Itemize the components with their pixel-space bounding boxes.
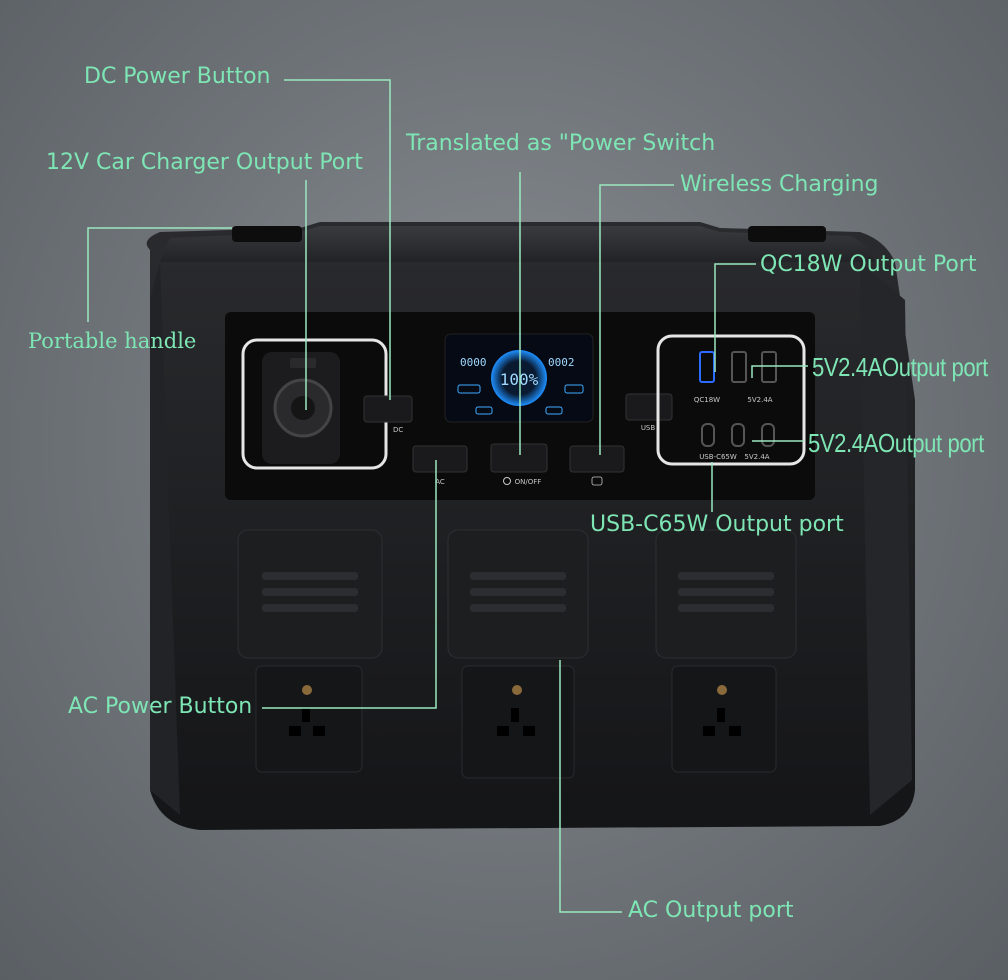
usb-a-port-2[interactable] [761,351,777,383]
callout-car-charger-port: 12V Car Charger Output Port [46,150,363,175]
ac-outlet-2[interactable] [447,529,589,779]
ac-outlet-3[interactable] [655,529,797,773]
callout-ac-power-button: AC Power Button [68,694,253,719]
usb-power-button[interactable] [625,393,673,421]
callout-qc18w-port: QC18W Output Port [760,252,977,277]
dc-button-label: DC [393,426,403,434]
ac-button-label: AC [435,478,445,486]
wireless-charging-button[interactable] [569,445,625,473]
usb-c65w-label: USB-C65W [699,453,737,461]
left-handle [232,226,302,242]
qc18w-label: QC18W [694,396,720,404]
leader-ac-output [559,660,622,913]
ac-outlet-1[interactable] [237,529,383,773]
callout-portable-handle: Portable handle [28,329,197,353]
leader-portable-handle [87,227,232,322]
usb-c-label: 5V2.4A [744,453,769,461]
usb-c65w-port[interactable] [701,423,715,447]
leader-usb-a [751,365,808,378]
usb-button-label: USB [641,424,656,432]
callout-leader-lines [87,79,808,913]
callout-usb-c65w-port: USB-C65W Output port [590,512,844,537]
callout-ac-output-port: AC Output port [628,898,794,923]
ac-power-button[interactable] [412,445,468,473]
usb-a-port-1[interactable] [731,351,747,383]
dc-power-button[interactable] [363,395,413,423]
usb-c-port-1[interactable] [731,423,745,447]
leader-qc18w [714,263,756,372]
right-handle [748,226,826,242]
lcd-right-readout: 0002 [548,356,575,369]
leader-ac-power-button [262,460,437,709]
wireless-icon [591,476,603,486]
usb-port-frame [656,334,806,466]
ac-outlets [237,529,797,779]
callout-power-switch: Translated as "Power Switch [406,131,716,156]
power-switch-button[interactable] [490,443,548,473]
usb-c-port-2[interactable] [761,423,775,447]
power-icon [503,477,511,485]
battery-percent: 100% [500,370,539,389]
callout-usb-a-5v-port: 5V2.4AOutput port [812,352,988,382]
on-off-label: ON/OFF [515,478,542,486]
callout-wireless-charging: Wireless Charging [680,172,879,197]
qc18w-port[interactable] [699,351,715,383]
leader-dc-power-button [284,79,391,400]
lcd-left-readout: 0000 [460,356,487,369]
callout-dc-power-button: DC Power Button [84,64,271,89]
usb-a-label: 5V2.4A [747,396,772,404]
battery-ring [491,350,547,406]
callout-usb-c-5v-port: 5V2.4AOutput port [808,428,984,458]
leader-wireless-charging [599,184,674,455]
